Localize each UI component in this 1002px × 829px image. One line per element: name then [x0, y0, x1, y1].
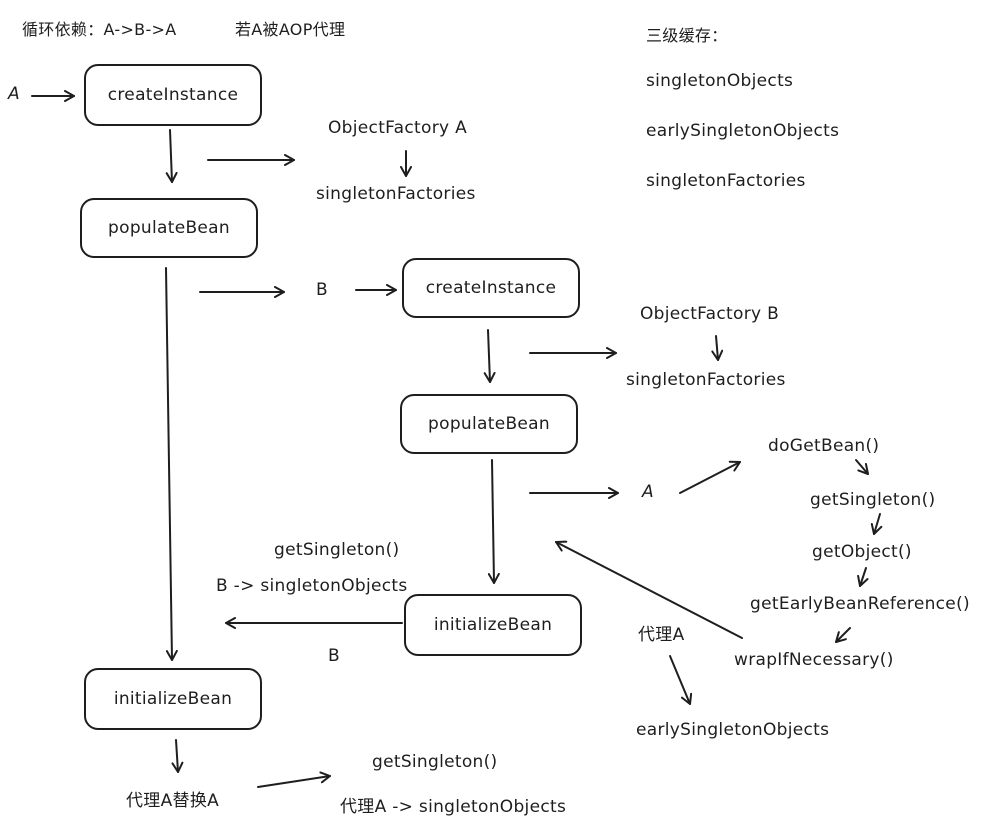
cache-level-2: earlySingletonObjects	[646, 121, 840, 141]
proxy-to-singleton-objects-label: 代理A -> singletonObjects	[340, 797, 567, 817]
arrow-initialize-a-down	[171, 739, 184, 773]
cache-level-3: singletonFactories	[646, 171, 806, 191]
arrow-getsingleton-to-getobject	[870, 513, 883, 535]
arrow-getobject-to-earlyref	[857, 567, 869, 587]
arrow-replace-to-final	[257, 771, 331, 788]
populate-bean-b-node: populateBean	[400, 394, 578, 454]
create-instance-b-node: createInstance	[402, 258, 580, 318]
diagram-title: 循环依赖：A->B->A	[22, 20, 177, 39]
proxy-a-label: 代理A	[638, 625, 685, 645]
arrow-factory-b-to-store	[711, 335, 724, 361]
arrow-populate-a-to-initialize-a	[165, 267, 178, 661]
create-instance-a-node: createInstance	[84, 64, 262, 126]
populate-bean-a-node: populateBean	[80, 198, 258, 258]
arrow-earlyref-to-wrap	[835, 627, 851, 643]
dogetbean-step: doGetBean()	[768, 436, 880, 456]
cache-title: 三级缓存：	[646, 26, 728, 45]
initialize-bean-a-node: initializeBean	[84, 668, 262, 730]
early-singleton-objects-label: earlySingletonObjects	[636, 720, 830, 740]
arrow-create-b-down	[483, 329, 496, 383]
bean-a-input-label: A	[8, 84, 20, 104]
arrow-wrap-to-populate-b	[555, 540, 743, 639]
arrow-a-to-dogetbean	[679, 460, 741, 494]
getsingleton-b-label: getSingleton()	[274, 540, 400, 560]
get-early-bean-reference-step: getEarlyBeanReference()	[750, 594, 970, 614]
arrow-populate-b-down	[487, 459, 500, 584]
returned-b-label: B	[328, 646, 340, 666]
b-to-singleton-objects-label: B -> singletonObjects	[216, 576, 408, 596]
getobject-step: getObject()	[812, 542, 912, 562]
arrow-proxy-to-early	[669, 655, 693, 705]
final-getsingleton-label: getSingleton()	[372, 752, 498, 772]
dependency-a-label: A	[642, 482, 654, 502]
wrap-if-necessary-step: wrapIfNecessary()	[734, 650, 894, 670]
object-factory-b-label: ObjectFactory B	[640, 304, 780, 324]
initialize-bean-b-node: initializeBean	[404, 594, 582, 656]
arrow-create-a-down	[165, 129, 178, 183]
getsingleton-step: getSingleton()	[810, 490, 936, 510]
singleton-factories-a-label: singletonFactories	[316, 184, 476, 204]
arrow-dogetbean-to-getsingleton	[855, 459, 869, 475]
dependency-b-label: B	[316, 280, 328, 300]
singleton-factories-b-label: singletonFactories	[626, 370, 786, 390]
cache-level-1: singletonObjects	[646, 71, 794, 91]
aop-note: 若A被AOP代理	[235, 20, 346, 39]
object-factory-a-label: ObjectFactory A	[328, 118, 467, 138]
proxy-replace-label: 代理A替换A	[126, 791, 220, 811]
